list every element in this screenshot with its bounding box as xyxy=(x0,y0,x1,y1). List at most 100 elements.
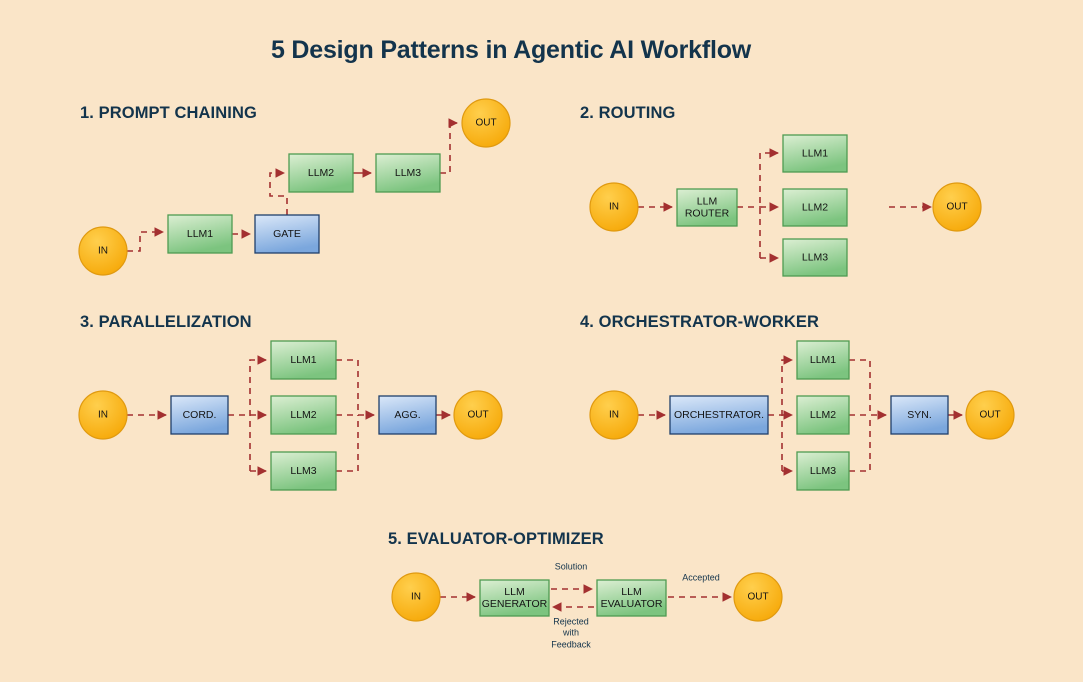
section-title-evaluator-optimizer: 5. EVALUATOR-OPTIMIZER xyxy=(388,530,604,548)
node-parallelization-agg[interactable]: AGG. xyxy=(378,395,437,435)
node-routing-llm3[interactable]: LLM3 xyxy=(782,238,848,277)
node-label-llm2: LLM2 xyxy=(308,167,334,179)
node-orchestrator-worker-in[interactable]: IN xyxy=(589,390,639,440)
node-parallelization-cord[interactable]: CORD. xyxy=(170,395,229,435)
node-shape-circle xyxy=(78,390,128,440)
node-routing-llm1[interactable]: LLM1 xyxy=(782,134,848,173)
node-shape-rect xyxy=(288,153,354,193)
connector-llm1-to-merge xyxy=(336,359,359,415)
node-shape-rect xyxy=(375,153,441,193)
node-evaluator-optimizer-out[interactable]: OUT xyxy=(733,572,783,622)
section-orchestrator-worker: 4. ORCHESTRATOR-WORKER IN ORCHESTRATOR. LLM… xyxy=(580,313,1015,491)
node-shape-rect xyxy=(676,188,738,227)
node-parallelization-llm2[interactable]: LLM2 xyxy=(270,395,337,435)
section-title-routing: 2. ROUTING xyxy=(580,104,675,122)
connector-llm3-to-out xyxy=(440,118,458,174)
node-label-llm1: LLM1 xyxy=(290,354,316,366)
node-shape-rect xyxy=(270,451,337,491)
node-label-llm2: LLM2 xyxy=(802,201,828,213)
node-orchestrator-worker-llm3[interactable]: LLM3 xyxy=(796,451,850,491)
node-shape-rect xyxy=(479,579,550,617)
node-shape-rect xyxy=(270,340,337,380)
node-label-in: IN xyxy=(98,246,108,257)
node-shape-rect xyxy=(270,395,337,435)
node-label-out: OUT xyxy=(475,118,496,129)
node-shape-rect xyxy=(782,134,848,173)
edge-label: Rejected xyxy=(553,616,589,626)
edge-label: with xyxy=(562,627,579,637)
node-parallelization-in[interactable]: IN xyxy=(78,390,128,440)
edge-label: Solution xyxy=(555,561,588,571)
node-shape-rect xyxy=(890,395,949,435)
node-shape-circle xyxy=(461,98,511,148)
node-label-syn: SYN. xyxy=(907,409,932,421)
node-prompt-chaining-llm1[interactable]: LLM1 xyxy=(167,214,233,254)
node-label-cord: CORD. xyxy=(183,409,217,421)
node-orchestrator-worker-orch[interactable]: ORCHESTRATOR. xyxy=(669,395,769,435)
node-shape-circle xyxy=(965,390,1015,440)
node-label-llm3: LLM3 xyxy=(395,167,421,179)
node-parallelization-llm1[interactable]: LLM1 xyxy=(270,340,337,380)
page-title: 5 Design Patterns in Agentic AI Workflow xyxy=(271,36,752,64)
node-shape-rect xyxy=(796,451,850,491)
node-parallelization-llm3[interactable]: LLM3 xyxy=(270,451,337,491)
node-shape-circle xyxy=(78,226,128,276)
node-label-orch: ORCHESTRATOR. xyxy=(674,409,764,421)
node-parallelization-out[interactable]: OUT xyxy=(453,390,503,440)
node-prompt-chaining-llm3[interactable]: LLM3 xyxy=(375,153,441,193)
node-shape-rect xyxy=(596,579,667,617)
node-label-llm2: LLM2 xyxy=(810,409,836,421)
section-title-orchestrator-worker: 4. ORCHESTRATOR-WORKER xyxy=(580,313,819,331)
connector-gate-to-llm2 xyxy=(269,168,288,215)
connector-split-to-llm1 xyxy=(249,355,267,471)
node-shape-rect xyxy=(796,340,850,380)
node-label-gate: GATE xyxy=(273,228,301,240)
node-shape-circle xyxy=(932,182,982,232)
node-shape-rect xyxy=(782,238,848,277)
node-routing-in[interactable]: IN xyxy=(589,182,639,232)
node-label-llm2: LLM2 xyxy=(290,409,316,421)
node-prompt-chaining-llm2[interactable]: LLM2 xyxy=(288,153,354,193)
node-label-llm3: LLM3 xyxy=(290,465,316,477)
node-shape-circle xyxy=(453,390,503,440)
node-prompt-chaining-out[interactable]: OUT xyxy=(461,98,511,148)
node-label-llm1: LLM1 xyxy=(802,147,828,159)
section-title-parallelization: 3. PARALLELIZATION xyxy=(80,313,252,331)
node-routing-llm2[interactable]: LLM2 xyxy=(782,188,848,227)
connector-llm1-to-merge xyxy=(849,359,871,415)
node-shape-circle xyxy=(391,572,441,622)
connector-fan-to-llm1 xyxy=(759,148,779,258)
node-label-out: OUT xyxy=(747,592,768,603)
node-routing-out[interactable]: OUT xyxy=(932,182,982,232)
connector-llm3-to-merge xyxy=(336,415,359,472)
node-label-in: IN xyxy=(609,202,619,213)
connector-llm3-to-merge xyxy=(849,415,871,472)
node-shape-rect xyxy=(782,188,848,227)
edge-label: Feedback xyxy=(551,639,591,649)
node-orchestrator-worker-llm1[interactable]: LLM1 xyxy=(796,340,850,380)
node-label-llm1: LLM1 xyxy=(187,228,213,240)
connector-in-to-llm1 xyxy=(127,227,164,252)
connector-split-to-llm1 xyxy=(781,355,793,471)
node-label-llm3: LLM3 xyxy=(802,251,828,263)
node-orchestrator-worker-llm2[interactable]: LLM2 xyxy=(796,395,850,435)
node-shape-rect xyxy=(167,214,233,254)
node-prompt-chaining-in[interactable]: IN xyxy=(78,226,128,276)
node-evaluator-optimizer-in[interactable]: IN xyxy=(391,572,441,622)
node-label-in: IN xyxy=(411,592,421,603)
node-prompt-chaining-gate[interactable]: GATE xyxy=(254,214,320,254)
node-orchestrator-worker-syn[interactable]: SYN. xyxy=(890,395,949,435)
node-orchestrator-worker-out[interactable]: OUT xyxy=(965,390,1015,440)
